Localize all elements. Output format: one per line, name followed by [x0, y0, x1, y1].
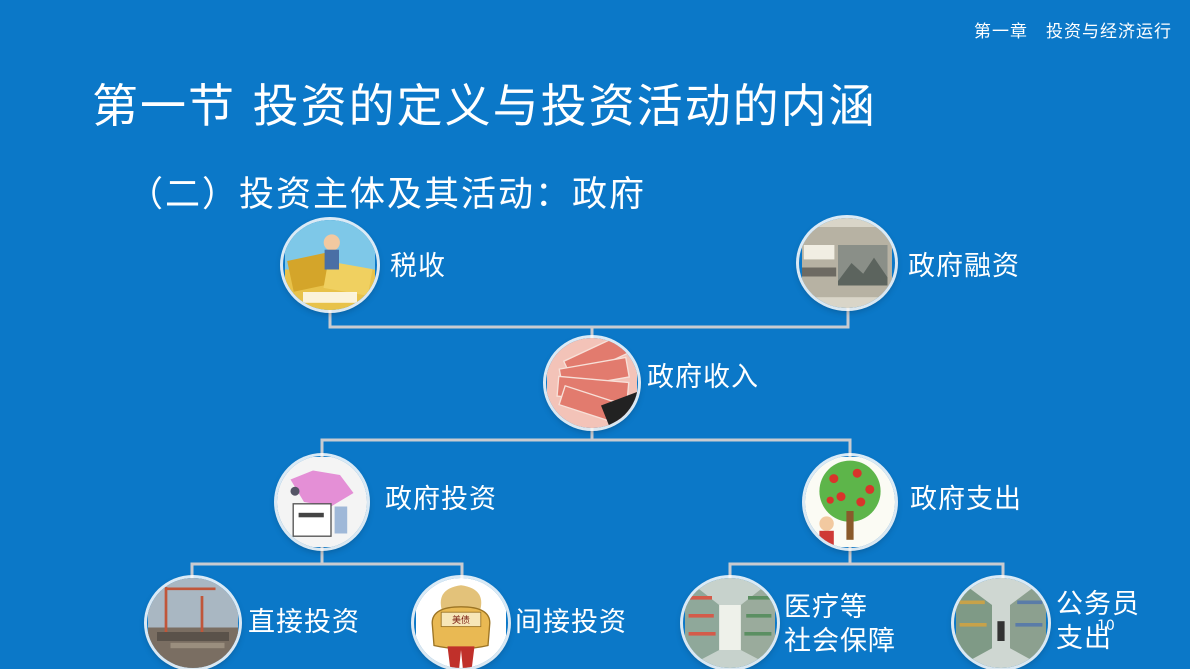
cash-fan-icon [547, 338, 637, 428]
bond-bag-icon: 美债 [416, 578, 506, 668]
expenditure-image [805, 456, 895, 548]
store-aisle-icon [956, 578, 1046, 668]
medical-image [683, 578, 777, 668]
financing-label: 政府融资 [908, 251, 1020, 282]
direct-label: 直接投资 [248, 607, 360, 638]
direct-image [147, 578, 239, 668]
bond-badge-text: 美债 [452, 614, 470, 626]
civil-image [954, 578, 1048, 668]
construction-site-icon [148, 578, 238, 668]
civil-label-line1: 公务员 [1056, 589, 1140, 620]
financing-image [799, 218, 895, 308]
investment-label: 政府投资 [385, 484, 497, 515]
investment-image [277, 456, 367, 548]
civil-label-line2: 支出 [1056, 623, 1112, 654]
revenue-image [546, 338, 638, 428]
investment-document-icon [277, 457, 367, 547]
expenditure-label: 政府支出 [910, 484, 1022, 515]
money-tree-icon [805, 457, 895, 547]
chapter-header: 第一章 投资与经济运行 [974, 22, 1172, 42]
tax-label: 税收 [390, 251, 446, 282]
page-number: 10 [1097, 618, 1115, 634]
tax-image [283, 220, 377, 310]
section-subtitle: （二）投资主体及其活动：政府 [128, 175, 647, 215]
medical-label-line1: 医疗等 [784, 592, 868, 623]
money-tax-icon [285, 220, 375, 310]
indirect-image: 美债 [414, 578, 508, 668]
medical-label-line2: 社会保障 [784, 626, 896, 657]
page-title: 第一节 投资的定义与投资活动的内涵 [92, 79, 877, 133]
pharmacy-shelves-icon [685, 578, 775, 668]
banknote-icon [802, 218, 892, 308]
revenue-label: 政府收入 [647, 362, 759, 393]
indirect-label: 间接投资 [515, 607, 627, 638]
